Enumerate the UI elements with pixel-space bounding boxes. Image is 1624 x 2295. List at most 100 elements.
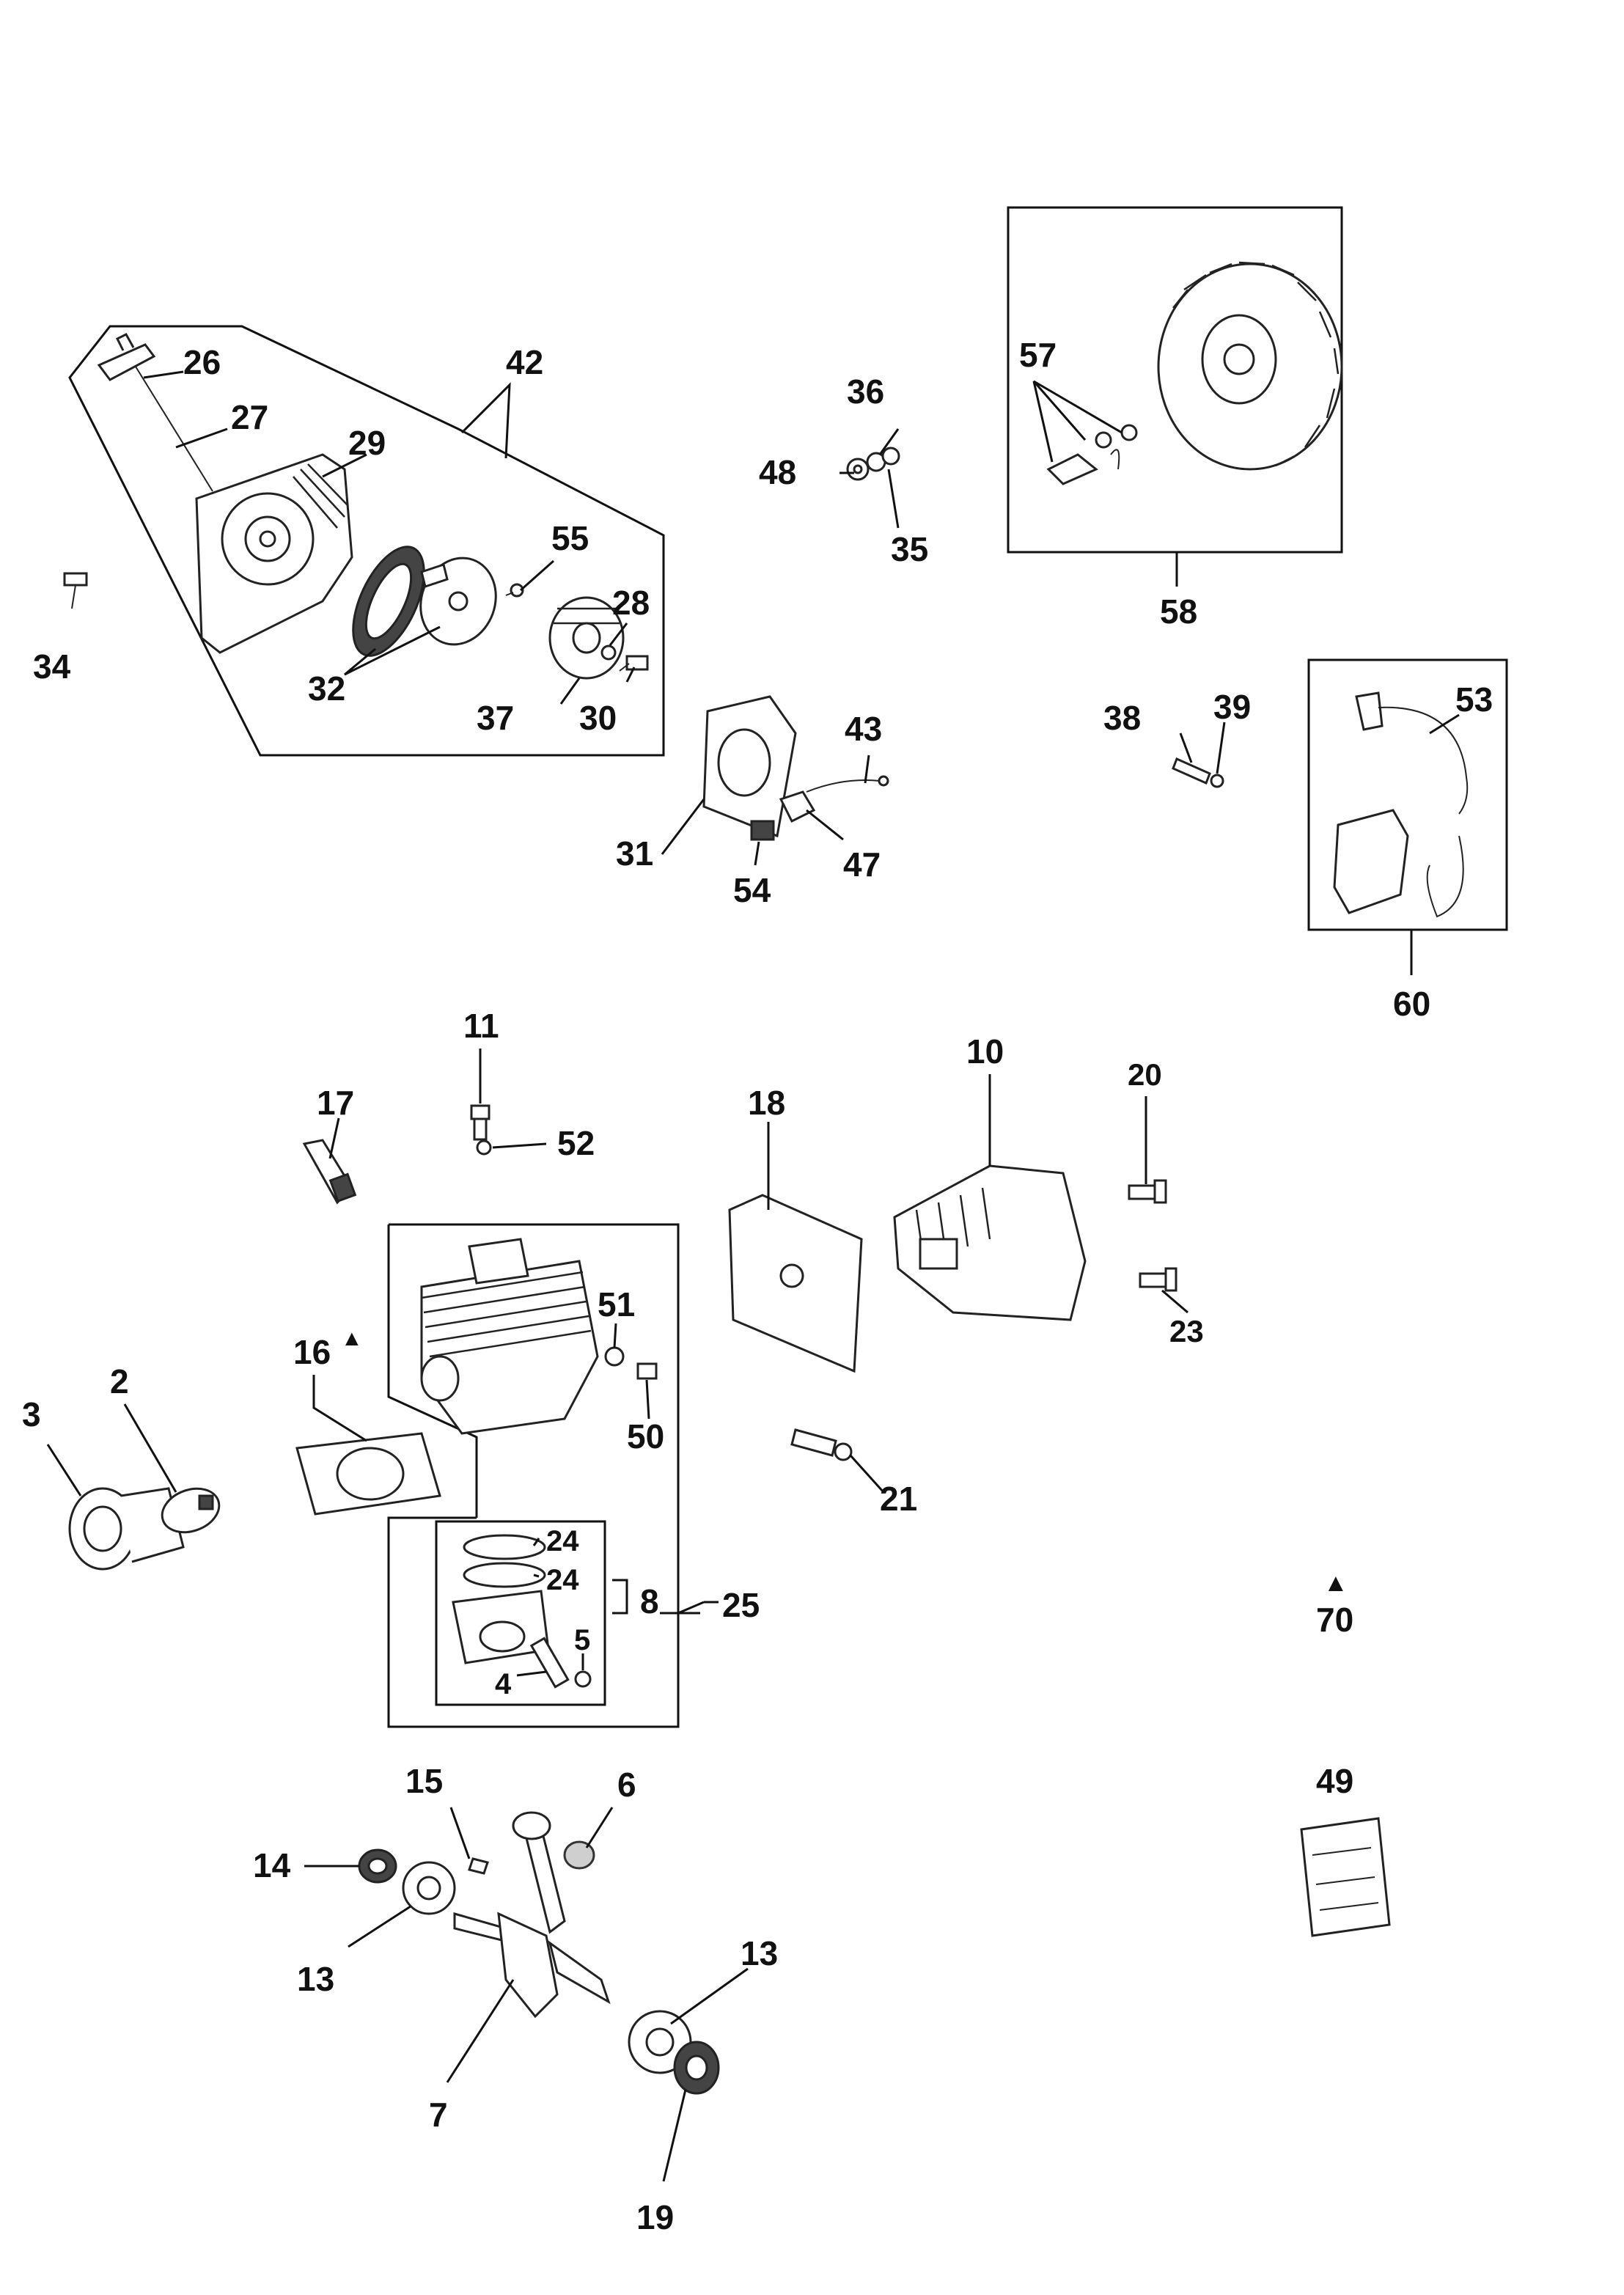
callout-54: 54 [733,871,771,909]
callout-49: 49 [1316,1762,1353,1800]
ignition-coil-group [1307,658,1508,975]
screw-55 [505,583,524,598]
callout-20: 20 [1128,1057,1162,1092]
cylinder [420,1238,599,1435]
callout-11: 11 [463,1007,499,1045]
callout-58: 58 [1160,592,1197,631]
piston-kit-box [435,1520,606,1706]
screw-20 [1128,1179,1167,1204]
callout-5: 5 [574,1624,590,1656]
callout-6: 6 [617,1766,636,1804]
intake-manifold [68,1487,185,1571]
callout-24-upper: 24 [546,1525,579,1557]
callout-18: 18 [748,1084,785,1122]
starter-assembly-outline [68,325,665,757]
callout-17: 17 [317,1084,354,1122]
callout-39: 39 [1213,688,1251,726]
callout-labels: 26 27 42 29 55 28 34 32 37 30 36 48 35 5… [22,336,1493,2236]
callout-15: 15 [405,1762,443,1800]
screw-34 [63,572,88,609]
callout-16: 16 [293,1333,331,1371]
crankshaft [453,1811,611,2019]
callout-4: 4 [495,1668,512,1700]
callout-55: 55 [551,519,589,557]
muffler-gasket [728,1194,863,1373]
callout-70: 70 [1316,1601,1353,1639]
callout-21: 21 [880,1480,917,1518]
flywheel-pawl-set [1046,424,1138,485]
cylinder-group [295,1223,680,1728]
key-15 [468,1857,489,1875]
hose-clamp [161,1487,221,1534]
recoil-spring [352,546,425,657]
screw-30 [619,655,649,672]
spark-plug-cap [1355,691,1384,731]
bearing-13-left [402,1861,456,1915]
ignition-coil [1333,809,1409,914]
callout-8: 8 [640,1582,659,1620]
callout-13-left: 13 [297,1960,334,1998]
callout-19: 19 [636,2198,674,2236]
callout-27: 27 [231,398,268,436]
callout-10: 10 [966,1032,1004,1071]
spring-cover [419,557,497,646]
washer-28 [600,645,617,661]
callout-13-right: 13 [741,1934,778,1972]
callout-36: 36 [847,372,884,411]
ignition-bracket-group [702,695,889,841]
screw-38-washer-39 [1172,757,1224,788]
flywheel-group [1007,206,1343,587]
callout-32: 32 [308,669,345,708]
callout-28: 28 [612,584,650,622]
washer-52 [476,1139,492,1156]
ignition-coil-box [1307,658,1508,931]
callout-34: 34 [33,647,71,686]
callout-57: 57 [1019,336,1057,374]
plug-50 [636,1362,658,1380]
needle-bearing-6 [563,1840,595,1870]
piston-kit [452,1534,592,1689]
callout-30: 30 [579,699,617,737]
callout-26: 26 [183,343,221,381]
cylinder-box-notch [387,1224,478,1518]
muffler [893,1164,1087,1321]
callout-60: 60 [1393,985,1430,1023]
callout-2: 2 [110,1362,129,1400]
label-sheet [1300,1817,1391,1937]
washer-51 [604,1346,625,1367]
callout-37: 37 [477,699,514,737]
screw-11 [470,1104,490,1141]
callout-35: 35 [891,530,928,568]
starter-handle [97,333,156,381]
callout-31: 31 [616,834,653,873]
starter-housing [195,453,353,654]
callout-43: 43 [845,710,882,748]
callout-51: 51 [598,1285,635,1323]
stud-21 [790,1428,853,1461]
seal-19 [673,2041,720,2095]
wire-43 [806,779,881,793]
seal-14 [358,1848,397,1884]
callout-53: 53 [1455,680,1493,719]
leader-lines [46,370,1460,2182]
screw-23 [1139,1267,1177,1292]
callout-42: 42 [506,343,543,381]
callout-52: 52 [557,1124,595,1162]
callout-23: 23 [1169,1314,1204,1348]
callout-24-lower: 24 [546,1564,579,1596]
callout-47: 47 [843,845,881,884]
callout-29: 29 [348,424,386,462]
spark-plug [302,1139,357,1205]
callout-3: 3 [22,1395,41,1433]
callout-38: 38 [1103,699,1141,737]
cylinder-gasket [295,1432,441,1516]
starter-rope [135,366,213,492]
callout-14: 14 [253,1846,291,1884]
starter-assembly-group [68,325,665,757]
triangle-symbol-16: ▲ [341,1326,363,1351]
cooling-plate-hole [717,728,771,797]
callout-48: 48 [759,453,796,491]
callout-7: 7 [429,2096,448,2134]
callout-50: 50 [627,1417,664,1455]
